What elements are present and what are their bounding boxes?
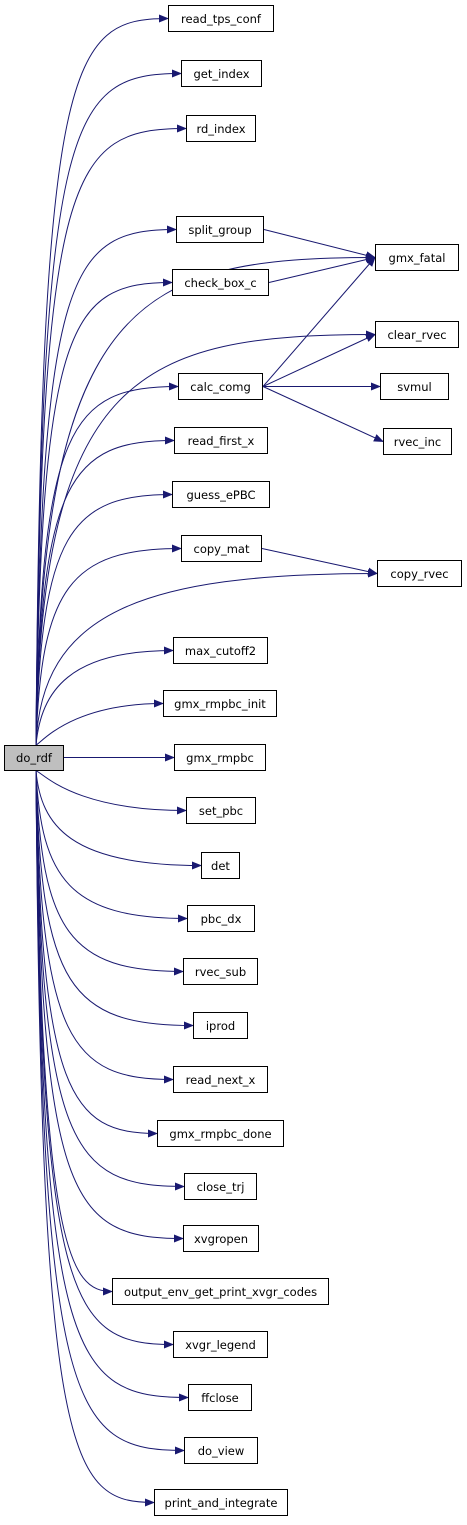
node-clear-rvec[interactable]: clear_rvec	[375, 321, 459, 348]
node-xvgr-legend[interactable]: xvgr_legend	[173, 1331, 268, 1358]
edge-do-rdf-to-do-view	[35, 770, 185, 1455]
node-det[interactable]: det	[201, 852, 240, 879]
edge-do-rdf-to-guess-ePBC	[35, 490, 173, 746]
node-do-rdf[interactable]: do_rdf	[4, 745, 64, 771]
node-rvec-sub[interactable]: rvec_sub	[183, 958, 258, 985]
edge-do-rdf-to-check-box-c	[35, 278, 173, 746]
node-close-trj[interactable]: close_trj	[184, 1173, 257, 1200]
edge-do-rdf-to-xvgropen	[35, 770, 184, 1243]
node-check-box-c[interactable]: check_box_c	[172, 269, 269, 296]
node-calc-comg[interactable]: calc_comg	[178, 373, 263, 400]
node-gmx-fatal[interactable]: gmx_fatal	[375, 244, 459, 271]
node-print-and-integrate[interactable]: print_and_integrate	[154, 1489, 288, 1516]
node-split-group[interactable]: split_group	[176, 216, 264, 243]
edge-check-box-c-to-gmx-fatal	[268, 255, 376, 283]
node-ffclose[interactable]: ffclose	[188, 1384, 252, 1411]
node-read-tps-conf[interactable]: read_tps_conf	[168, 5, 274, 32]
edge-do-rdf-to-copy-mat	[35, 544, 182, 746]
node-output-env-get-print-xvgr-codes[interactable]: output_env_get_print_xvgr_codes	[112, 1278, 329, 1305]
edge-calc-comg-to-gmx-fatal	[262, 256, 376, 387]
edge-do-rdf-to-read-tps-conf	[35, 14, 169, 746]
edge-do-rdf-to-split-group	[35, 225, 177, 746]
edge-do-rdf-to-gmx-rmpbc-init	[35, 699, 164, 746]
edge-do-rdf-to-read-next-x	[35, 770, 174, 1084]
node-gmx-rmpbc[interactable]: gmx_rmpbc	[174, 744, 266, 771]
edge-do-rdf-to-copy-rvec	[35, 569, 378, 746]
node-get-index[interactable]: get_index	[181, 60, 262, 87]
edge-do-rdf-to-print-and-integrate	[35, 770, 155, 1507]
node-max-cutoff2[interactable]: max_cutoff2	[173, 637, 268, 664]
edge-copy-mat-to-copy-rvec	[261, 548, 378, 576]
node-guess-ePBC[interactable]: guess_ePBC	[172, 481, 270, 508]
node-do-view[interactable]: do_view	[184, 1437, 258, 1464]
edge-do-rdf-to-gmx-rmpbc-done	[35, 770, 158, 1138]
edge-do-rdf-to-det	[35, 770, 202, 870]
node-read-first-x[interactable]: read_first_x	[174, 427, 268, 454]
edge-do-rdf-to-read-first-x	[35, 436, 175, 746]
edge-do-rdf-to-iprod	[35, 770, 194, 1030]
edge-calc-comg-to-rvec-inc	[262, 386, 384, 442]
edge-do-rdf-to-pbc-dx	[35, 770, 188, 923]
node-rd-index[interactable]: rd_index	[186, 115, 256, 142]
node-copy-mat[interactable]: copy_mat	[181, 535, 262, 562]
edge-do-rdf-to-set-pbc	[35, 770, 187, 815]
edge-do-rdf-to-rvec-sub	[35, 770, 184, 976]
edge-do-rdf-to-max-cutoff2	[35, 646, 174, 746]
node-copy-rvec[interactable]: copy_rvec	[377, 560, 462, 587]
node-xvgropen[interactable]: xvgropen	[183, 1225, 259, 1252]
node-svmul[interactable]: svmul	[380, 373, 449, 400]
edge-split-group-to-gmx-fatal	[263, 229, 376, 260]
edge-do-rdf-to-output-env-get-print-xvgr-codes	[35, 770, 113, 1296]
edge-do-rdf-to-clear-rvec	[35, 330, 376, 746]
node-set-pbc[interactable]: set_pbc	[186, 797, 256, 824]
edge-do-rdf-to-close-trj	[35, 770, 185, 1191]
edge-do-rdf-to-get-index	[35, 69, 182, 746]
edge-do-rdf-to-xvgr-legend	[35, 770, 174, 1349]
edge-do-rdf-to-rd-index	[35, 124, 187, 746]
edge-do-rdf-to-calc-comg	[35, 382, 179, 746]
node-pbc-dx[interactable]: pbc_dx	[187, 905, 255, 932]
edge-calc-comg-to-clear-rvec	[262, 334, 376, 387]
edge-do-rdf-to-gmx-fatal	[35, 253, 376, 746]
node-rvec-inc[interactable]: rvec_inc	[383, 428, 452, 455]
node-read-next-x[interactable]: read_next_x	[173, 1066, 268, 1093]
node-gmx-rmpbc-done[interactable]: gmx_rmpbc_done	[157, 1120, 284, 1147]
node-iprod[interactable]: iprod	[193, 1012, 248, 1039]
node-gmx-rmpbc-init[interactable]: gmx_rmpbc_init	[163, 690, 277, 717]
